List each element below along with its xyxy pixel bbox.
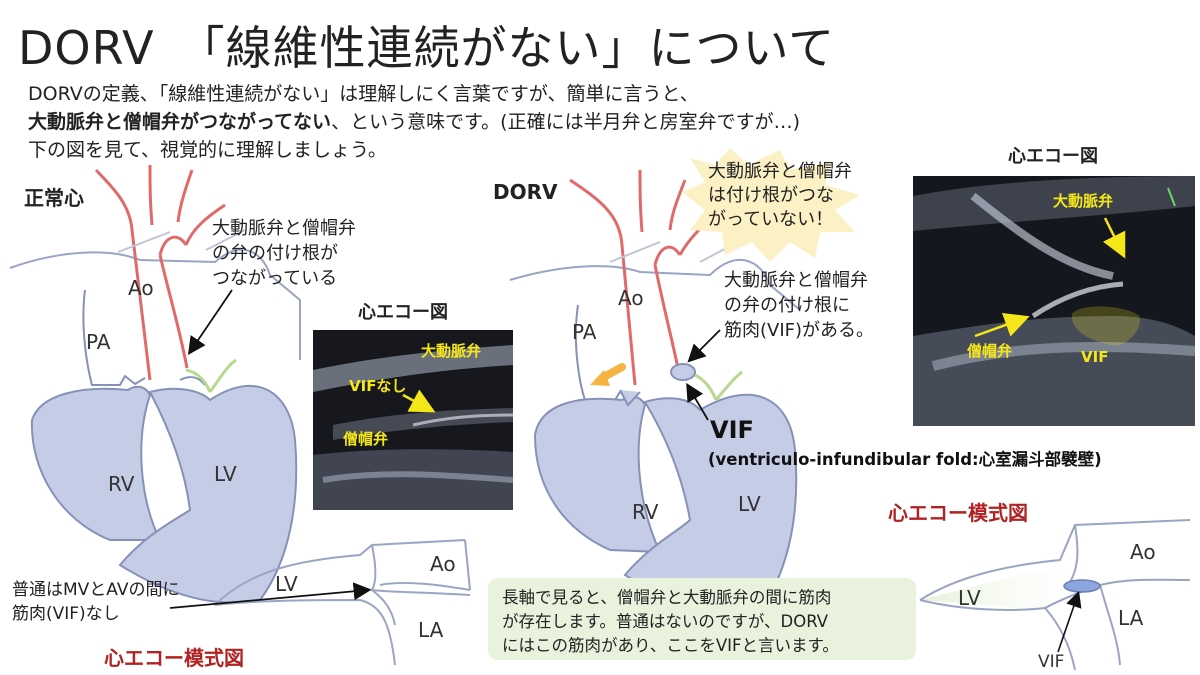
dorv-note: 大動脈弁と僧帽弁 の弁の付け根に 筋肉(VIF)がある。 xyxy=(724,268,874,343)
dorv-schema-lv: LV xyxy=(958,586,981,610)
normal-note-line-2: の弁の付け根が xyxy=(212,243,338,264)
normal-echo-texture xyxy=(313,330,513,510)
dorv-schema-ao: Ao xyxy=(1130,540,1156,564)
dorv-heart-diagram xyxy=(509,169,801,613)
normal-schema-diagram xyxy=(169,539,471,666)
normal-label-pa: PA xyxy=(86,330,111,354)
dorv-schema-la: LA xyxy=(1118,606,1144,630)
normal-heart-outline xyxy=(9,248,301,360)
dorv-vif-title: VIF xyxy=(710,416,754,444)
intro-text: DORVの定義、「線維性連続がない」は理解しにく言葉ですが、簡単に言うと、 大動… xyxy=(28,80,800,164)
dorv-burst-text: 大動脈弁と僧帽弁 は付け根がつな がっていない！ xyxy=(708,160,852,232)
summary-box xyxy=(488,578,916,660)
dorv-vif-arrow xyxy=(686,382,709,421)
normal-lv xyxy=(118,384,298,604)
dorv-echo-vif-label: VIF xyxy=(1081,348,1109,366)
normal-echo-image: 大動脈弁 VIFなし 僧帽弁 xyxy=(313,330,513,510)
dorv-rv xyxy=(533,395,662,554)
normal-aorta-outline xyxy=(94,168,152,381)
normal-header: 正常心 xyxy=(24,186,84,210)
normal-note-line-1: 大動脈弁と僧帽弁 xyxy=(212,218,356,239)
dorv-note-line-2: の弁の付け根に xyxy=(724,295,850,316)
summary-line-3: にはこの筋肉があり、ここをVIFと言います。 xyxy=(502,636,839,655)
intro-line-2-bold: 大動脈弁と僧帽弁がつながってない xyxy=(28,111,332,133)
dorv-label-rv: RV xyxy=(632,500,659,524)
normal-schema-la: LA xyxy=(418,618,444,642)
dorv-burst-shape xyxy=(682,148,860,262)
dorv-burst-line-3: がっていない！ xyxy=(708,209,834,230)
normal-pa-outline xyxy=(82,289,146,386)
dorv-echo-texture xyxy=(913,176,1195,426)
normal-echo-vif-label: VIFなし xyxy=(349,377,407,395)
dorv-vif-blob xyxy=(670,363,696,381)
dorv-label-lv: LV xyxy=(738,492,761,516)
dorv-echo-title: 心エコー図 xyxy=(1008,146,1098,167)
normal-heart-diagram xyxy=(9,164,301,604)
dorv-label-pa: PA xyxy=(572,320,597,344)
normal-schema-ao: Ao xyxy=(430,552,456,576)
normal-note-line-3: つながっている xyxy=(212,268,338,289)
normal-echo-title: 心エコー図 xyxy=(358,302,448,323)
dorv-echo-mitral-label: 僧帽弁 xyxy=(967,342,1013,360)
summary-text: 長軸で見ると、僧帽弁と大動脈弁の間に筋肉 が存在します。普通はないのですが、DO… xyxy=(502,586,839,658)
normal-junction-arrow xyxy=(187,289,233,355)
dorv-vif-full: (ventriculo-infundibular fold:心室漏斗部襞壁) xyxy=(708,450,1102,469)
page-title: DORV 「線維性連続がない」について xyxy=(18,21,836,75)
normal-echo-mitral-label: 僧帽弁 xyxy=(343,430,389,448)
dorv-schema-arrow xyxy=(1057,590,1082,653)
dorv-note-line-3: 筋肉(VIF)がある。 xyxy=(724,320,875,341)
dorv-schema-vif xyxy=(1063,579,1101,593)
normal-label-ao: Ao xyxy=(128,276,154,300)
dorv-burst-line-1: 大動脈弁と僧帽弁 xyxy=(708,161,852,182)
dorv-echo-image: 大動脈弁 僧帽弁 VIF xyxy=(913,176,1195,426)
dorv-burst-line-2: は付け根がつな xyxy=(708,185,834,206)
normal-schema-note: 普通はMVとAVの間に 筋肉(VIF)なし xyxy=(12,578,179,626)
intro-line-2: 大動脈弁と僧帽弁がつながってない、という意味です。(正確には半月弁と房室弁ですが… xyxy=(28,108,800,136)
normal-rv xyxy=(30,385,162,541)
intro-line-3: 下の図を見て、視覚的に理解しましょう。 xyxy=(28,139,387,161)
dorv-schema-title: 心エコー模式図 xyxy=(888,501,1028,525)
dorv-schema-vif: VIF xyxy=(1038,652,1065,672)
normal-label-lv: LV xyxy=(214,462,237,486)
normal-note: 大動脈弁と僧帽弁 の弁の付け根が つながっている xyxy=(212,216,356,291)
summary-line-1: 長軸で見ると、僧帽弁と大動脈弁の間に筋肉 xyxy=(502,588,832,607)
dorv-mitral-valve xyxy=(694,373,718,401)
normal-echo-aortic-label: 大動脈弁 xyxy=(421,342,482,360)
dorv-header: DORV xyxy=(493,180,558,204)
normal-schema-lv: LV xyxy=(275,572,298,596)
normal-mitral-valve xyxy=(185,368,212,393)
dorv-heart-outline xyxy=(509,258,801,311)
normal-schema-note-line-2: 筋肉(VIF)なし xyxy=(12,604,120,624)
normal-schema-arrow xyxy=(169,582,372,609)
dorv-echo-aortic-label: 大動脈弁 xyxy=(1053,192,1114,210)
intro-line-2-rest: 、という意味です。(正確には半月弁と房室弁ですが…) xyxy=(331,111,800,133)
normal-label-rv: RV xyxy=(108,472,135,496)
dorv-schema-diagram xyxy=(919,519,1191,671)
intro-line-1: DORVの定義、「線維性連続がない」は理解しにく言葉ですが、簡単に言うと、 xyxy=(28,83,699,105)
dorv-note-line-1: 大動脈弁と僧帽弁 xyxy=(724,270,868,291)
normal-schema-note-line-1: 普通はMVとAVの間に xyxy=(12,580,180,600)
normal-schema-title: 心エコー模式図 xyxy=(104,646,244,670)
summary-line-2: が存在します。普通はないのですが、DORV xyxy=(502,612,829,631)
dorv-label-ao: Ao xyxy=(618,286,644,310)
